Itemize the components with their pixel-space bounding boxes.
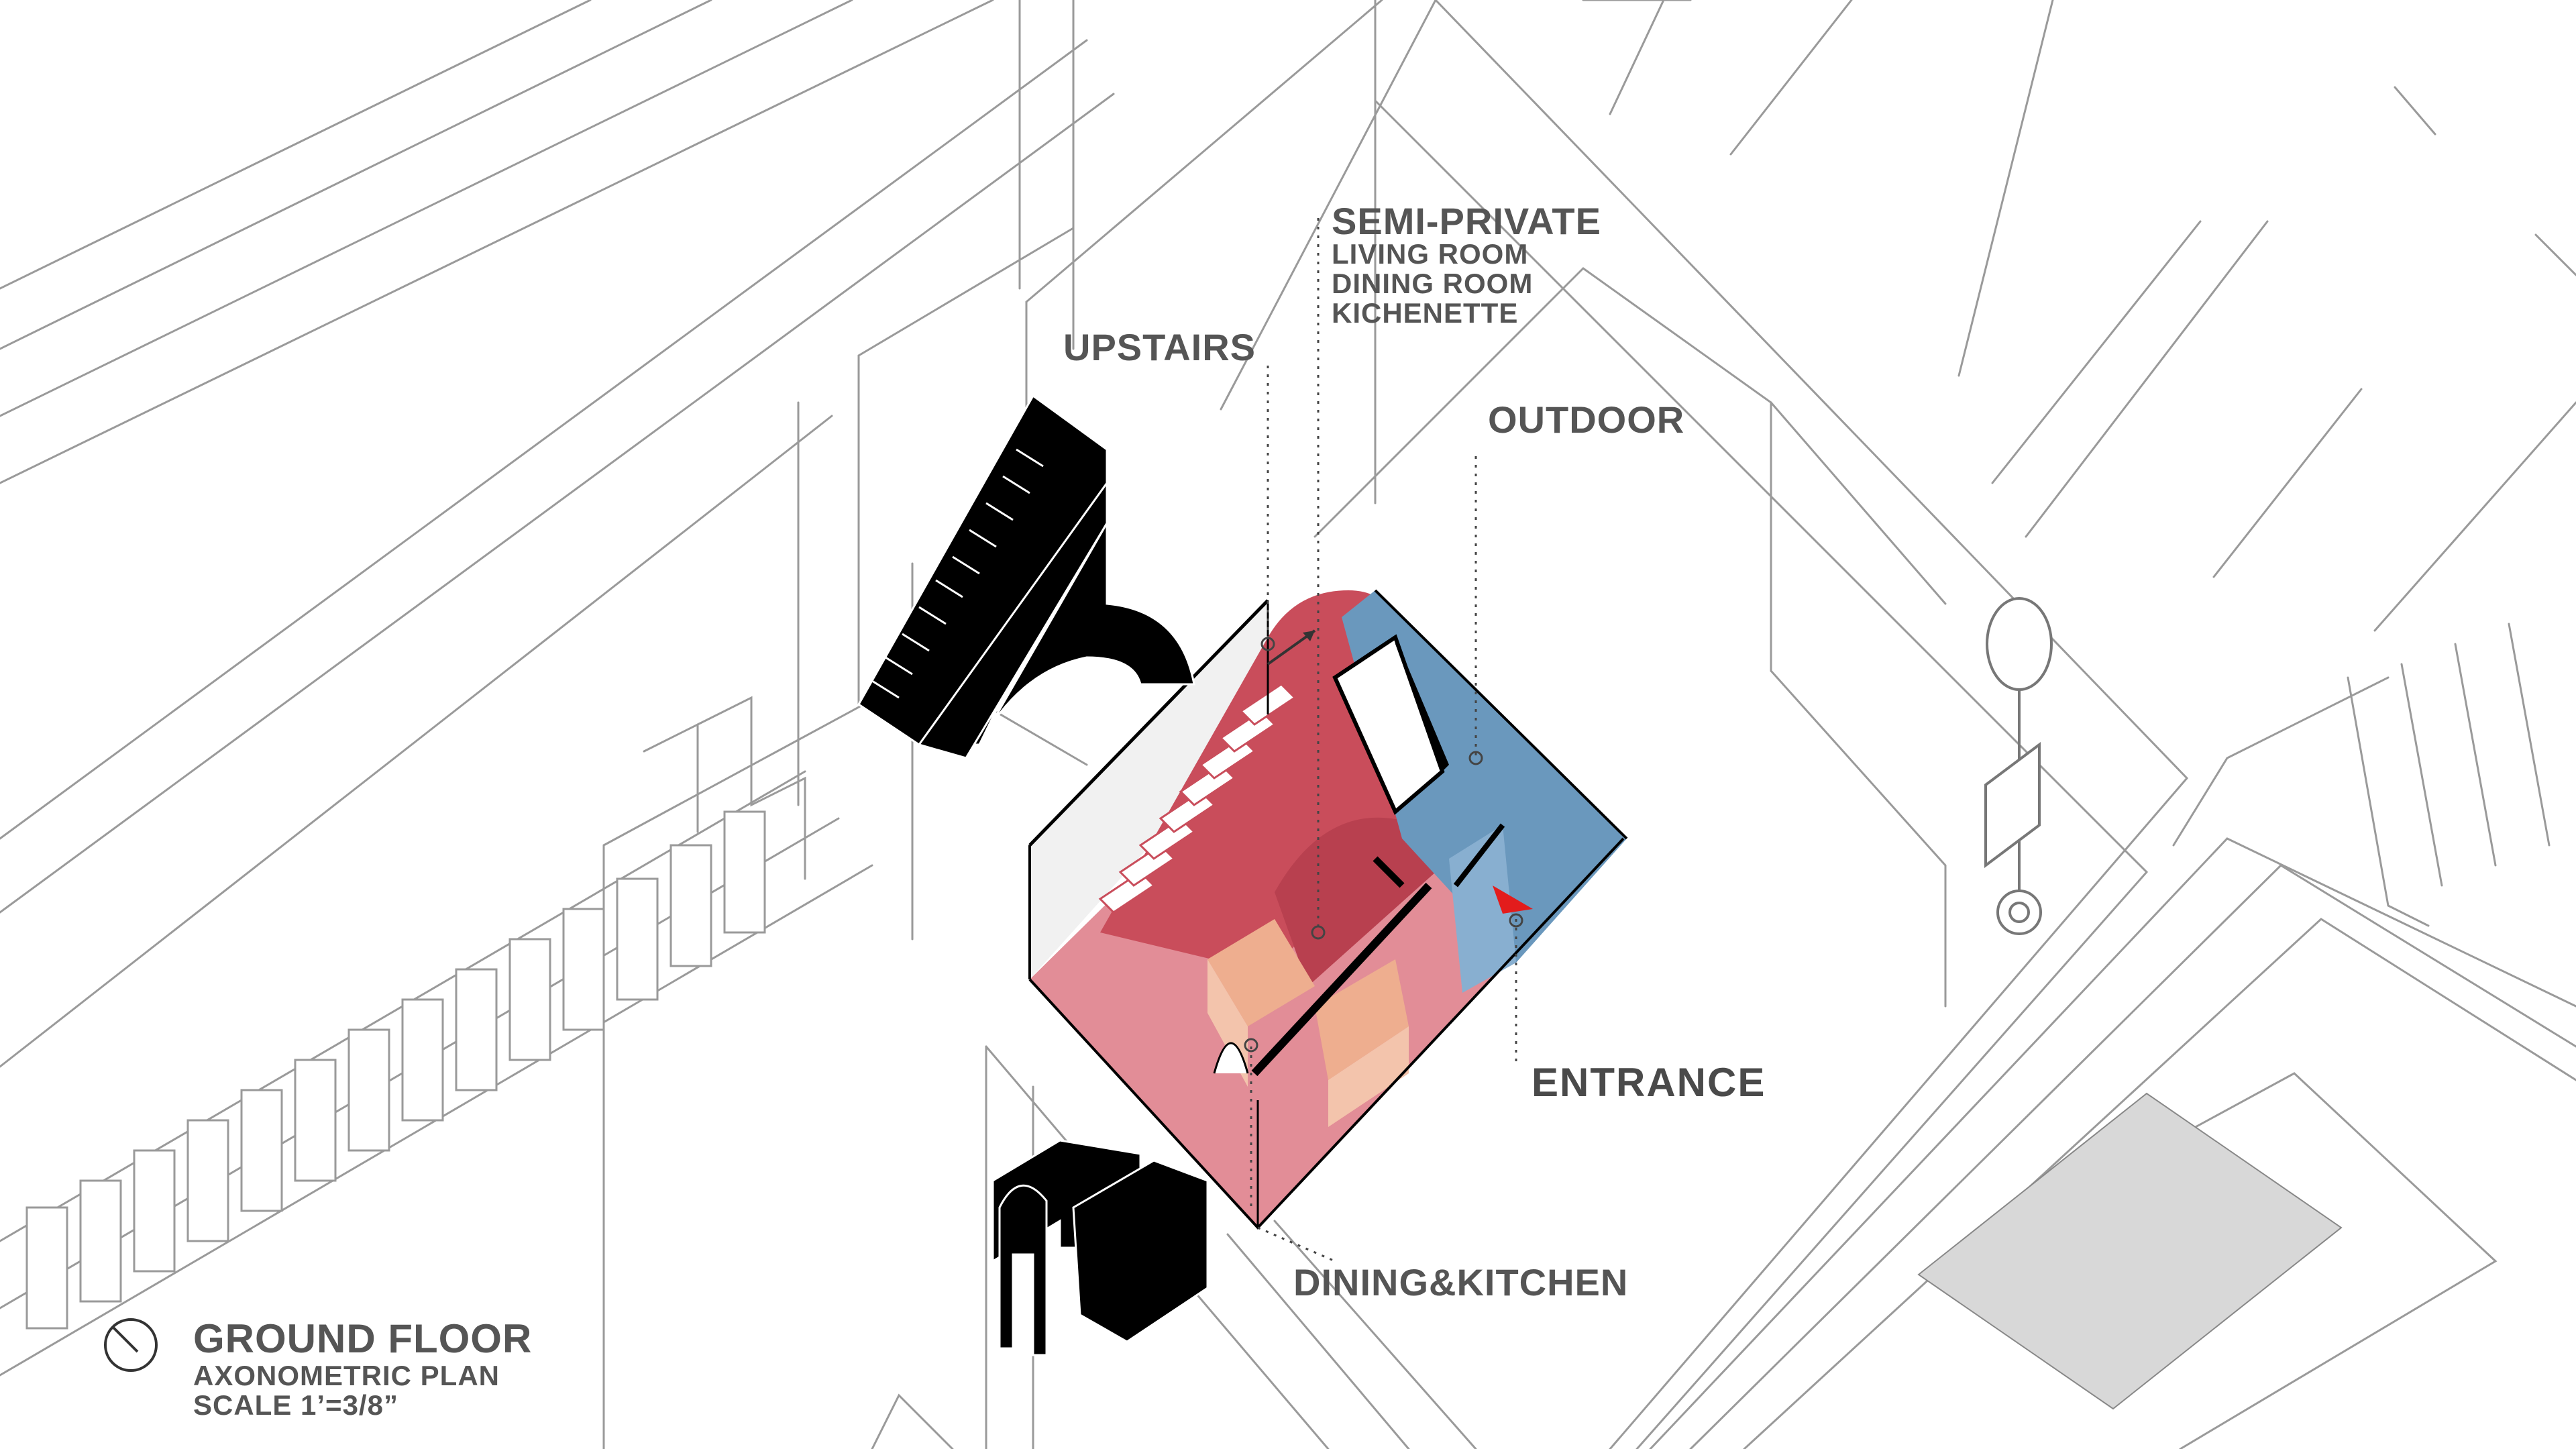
dining-kitchen-label: DINING&KITCHEN (1293, 1261, 1629, 1303)
outdoor-label: OUTDOOR (1488, 398, 1685, 441)
legend-title: GROUND FLOOR (193, 1316, 533, 1361)
paving-grid (1917, 1092, 2343, 1410)
exploded-stair (857, 394, 1195, 759)
street-lamp-icon (1984, 597, 2053, 935)
left-shopfronts (25, 810, 766, 1330)
legend-subtitle: AXONOMETRIC PLAN (193, 1360, 500, 1391)
room-volume (1028, 589, 1628, 1230)
upstairs-label: UPSTAIRS (1063, 326, 1256, 368)
leader-dots (1244, 637, 1523, 1053)
semi-private-item-living: LIVING ROOM (1332, 238, 1529, 270)
north-arrow-icon (104, 1318, 158, 1372)
legend-scale: SCALE 1’=3/8” (193, 1389, 398, 1421)
semi-private-item-dining: DINING ROOM (1332, 268, 1534, 299)
exploded-kitchen-block (991, 1139, 1209, 1356)
interior-stair (1098, 683, 1297, 914)
leader-lines (1250, 218, 1517, 1263)
entrance-label: ENTRANCE (1532, 1060, 1766, 1105)
entrance-marker-icon (1493, 885, 1533, 914)
semi-private-item-kitchenette: KICHENETTE (1332, 297, 1519, 329)
semi-private-title: SEMI-PRIVATE (1332, 200, 1601, 242)
